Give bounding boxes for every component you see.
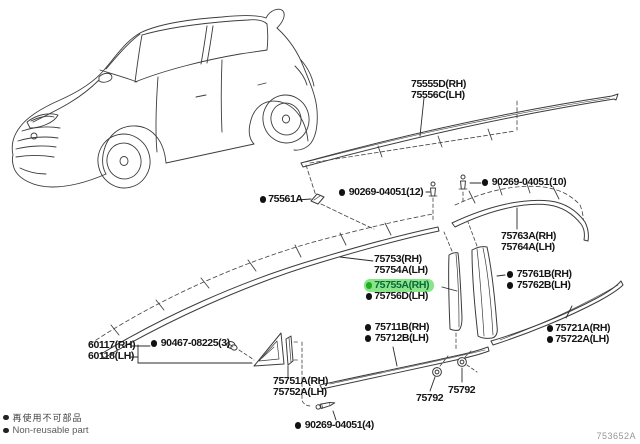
- part-number: 75754A(LH): [374, 264, 428, 277]
- part-number: 75792: [416, 392, 444, 405]
- diagram-code: 753652A: [596, 431, 636, 441]
- part-label-front-door-lower[interactable]: 75711B(RH) 75712B(LH): [365, 322, 429, 344]
- rear-door-lower-moulding-shape: [490, 280, 624, 346]
- part-number: 75711B(RH): [374, 321, 430, 334]
- screw-3-icon: [226, 341, 238, 351]
- part-label-front-door-moulding[interactable]: 75753(RH) 75754A(LH): [374, 254, 428, 276]
- quarter-moulding-shape: [451, 199, 589, 242]
- part-label-quarter-moulding[interactable]: 75763A(RH) 75764A(LH): [501, 231, 556, 253]
- part-number: 75753(RH): [374, 253, 422, 266]
- non-reusable-bullet-icon: [3, 427, 9, 434]
- fastener-4-icon: [315, 401, 336, 410]
- part-label-rear-door-lower[interactable]: 75721A(RH) 75722A(LH): [547, 322, 611, 346]
- part-number: 90269-04051(12): [348, 186, 424, 199]
- front-door-tape-shape: [448, 252, 463, 331]
- part-label-screw-3[interactable]: 90467-08225(3): [151, 338, 230, 349]
- part-label-grommet-front[interactable]: 75792: [416, 392, 444, 405]
- non-reusable-bullet-icon: [365, 335, 372, 342]
- front-door-lower-moulding-shape: [319, 346, 490, 390]
- front-door-frame-dashed: [89, 213, 434, 345]
- non-reusable-bullet-icon: [366, 293, 373, 300]
- non-reusable-bullet-icon: [151, 340, 158, 347]
- part-number: 75556C(LH): [411, 89, 465, 102]
- grommet-front-icon: [432, 367, 442, 377]
- part-label-fastener-12[interactable]: 90269-04051(12): [339, 186, 424, 199]
- part-label-grommet-rear[interactable]: 75792: [448, 384, 476, 397]
- pillar-garnish-shape: [253, 332, 285, 367]
- non-reusable-bullet-icon: [3, 414, 9, 421]
- part-number: 75762B(LH): [516, 279, 571, 292]
- part-number: 75712B(LH): [374, 332, 429, 345]
- part-number: 90269-04051(4): [304, 419, 375, 432]
- part-label-roof-moulding[interactable]: 75555D(RH) 75556C(LH): [411, 79, 466, 101]
- non-reusable-bullet-icon: [482, 179, 489, 186]
- fastener-12-icon: [428, 181, 438, 197]
- part-label-75561[interactable]: 75561A: [260, 194, 303, 205]
- part-number: 90269-04051(10): [491, 176, 567, 189]
- legend: 再使用不可部品 Non-reusable part: [3, 411, 89, 437]
- part-number: 75721A(RH): [555, 322, 611, 335]
- legend-text-jp: 再使用不可部品: [12, 413, 83, 423]
- part-number: 75792: [448, 384, 476, 397]
- part-label-pillar-garnish[interactable]: 60117(RH) 60118(LH): [88, 339, 136, 363]
- part-number: 75756D(LH): [374, 290, 428, 303]
- part-number: 75764A(LH): [501, 241, 555, 254]
- part-number: 90467-08225(3): [160, 337, 231, 350]
- non-reusable-bullet-icon: [339, 189, 346, 196]
- non-reusable-bullet-icon: [365, 324, 372, 331]
- non-reusable-bullet-icon: [260, 196, 267, 203]
- non-reusable-bullet-icon: [366, 282, 373, 289]
- part-number: 75561A: [268, 193, 303, 206]
- front-door-moulding-shape: [100, 226, 440, 359]
- part-number: 75755A(RH): [374, 279, 430, 292]
- leader-lines: [130, 97, 573, 421]
- fastener-10-icon: [458, 174, 468, 190]
- car-illustration: [11, 8, 318, 189]
- legend-text-en: Non-reusable part: [12, 425, 89, 436]
- part-number: 75752A(LH): [273, 386, 327, 399]
- part-label-windshield-tape[interactable]: 75751A(RH) 75752A(LH): [273, 376, 328, 398]
- clip-75561-shape: [310, 193, 325, 205]
- part-number: 60117(RH): [88, 339, 136, 352]
- part-number: 75763A(RH): [501, 230, 556, 243]
- non-reusable-bullet-icon: [295, 422, 302, 429]
- part-number: 60118(LH): [88, 350, 135, 363]
- part-label-fastener-10[interactable]: 90269-04051(10): [482, 176, 567, 189]
- non-reusable-bullet-icon: [507, 271, 514, 278]
- part-number: 75722A(LH): [555, 333, 609, 346]
- highlighted-part[interactable]: 75755A(RH): [364, 279, 435, 292]
- rear-door-tape-shape: [471, 246, 498, 339]
- part-number: 75751A(RH): [273, 375, 328, 388]
- part-label-fastener-4[interactable]: 90269-04051(4): [295, 420, 374, 431]
- non-reusable-bullet-icon: [547, 336, 554, 343]
- non-reusable-bullet-icon: [507, 282, 514, 289]
- grommet-rear-icon: [457, 357, 467, 367]
- windshield-tape-shape: [285, 335, 294, 366]
- non-reusable-bullet-icon: [547, 325, 554, 332]
- part-number: 75555D(RH): [411, 78, 466, 91]
- roof-moulding-shape: [300, 93, 619, 168]
- part-number: 75761B(RH): [516, 268, 572, 281]
- part-label-rear-door-tape[interactable]: 75761B(RH) 75762B(LH): [507, 269, 572, 291]
- part-label-front-door-tape[interactable]: 75755A(RH) 75756D(LH): [364, 279, 435, 303]
